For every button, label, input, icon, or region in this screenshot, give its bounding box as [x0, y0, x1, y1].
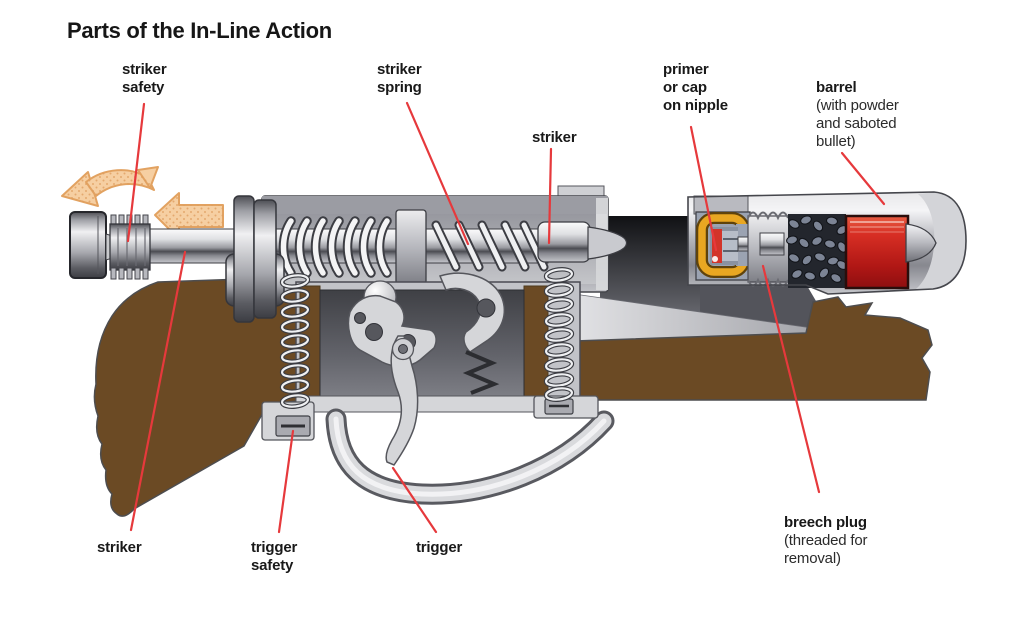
- leader-striker-upper: [547, 147, 553, 245]
- leader-trigger-safety: [277, 429, 295, 534]
- receiver-front-ring: [225, 195, 285, 323]
- label-breech-plug-name: breech plug: [784, 514, 867, 531]
- powder-charge: [785, 214, 850, 288]
- trigger-blade: [385, 335, 419, 466]
- sear-plate: [347, 294, 437, 367]
- saboted-bullet: [844, 214, 937, 290]
- label-striker-spring: striker spring: [377, 61, 422, 96]
- sabot: [844, 214, 910, 290]
- rear-bracket: [533, 395, 599, 419]
- leader-striker-safety: [126, 102, 146, 243]
- hammer-sear: [438, 272, 506, 353]
- label-striker-lower: striker: [97, 539, 142, 556]
- spring-collar: [395, 209, 427, 285]
- page-title: Parts of the In-Line Action: [67, 18, 332, 43]
- primer-flash: [712, 229, 722, 263]
- leader-striker-spring: [405, 101, 470, 246]
- label-breech-plug-desc: (threaded for removal): [784, 532, 868, 567]
- leader-trigger: [391, 466, 438, 534]
- leader-breech-plug: [761, 264, 821, 494]
- label-striker-upper: striker: [532, 129, 577, 146]
- curved-arrow-icon: [61, 166, 159, 207]
- label-barrel-name: barrel: [816, 79, 857, 96]
- stock: [93, 275, 331, 517]
- leader-striker-lower: [129, 250, 187, 532]
- trigger-guard: [325, 408, 615, 505]
- label-trigger: trigger: [416, 539, 463, 556]
- bore-interior: [916, 192, 966, 289]
- leader-primer: [689, 125, 718, 252]
- barrel-group: [687, 191, 967, 295]
- stock-forend: [545, 296, 933, 401]
- sear-assembly: [347, 272, 506, 395]
- label-primer-or-cap: primer or cap on nipple: [663, 61, 728, 114]
- sear-spring: [462, 350, 500, 395]
- recoil-arrows-group: [61, 166, 224, 240]
- label-barrel-desc: (with powder and saboted bullet): [816, 97, 899, 150]
- striker: [537, 221, 628, 263]
- trigger-safety-bracket: [261, 401, 315, 441]
- barrel-outline: [687, 191, 967, 295]
- breech-plug: [747, 211, 791, 287]
- label-breech-plug: breech plug (threaded for removal): [784, 496, 867, 586]
- bullet-nose: [905, 223, 937, 263]
- leader-barrel: [840, 151, 886, 206]
- stock-grip: [93, 275, 331, 517]
- label-barrel: barrel (with powder and saboted bullet): [816, 61, 899, 169]
- label-trigger-safety: trigger safety: [251, 539, 298, 574]
- label-striker-safety: striker safety: [122, 61, 167, 96]
- breech-tab: [693, 195, 749, 215]
- leader-lines: [126, 101, 886, 534]
